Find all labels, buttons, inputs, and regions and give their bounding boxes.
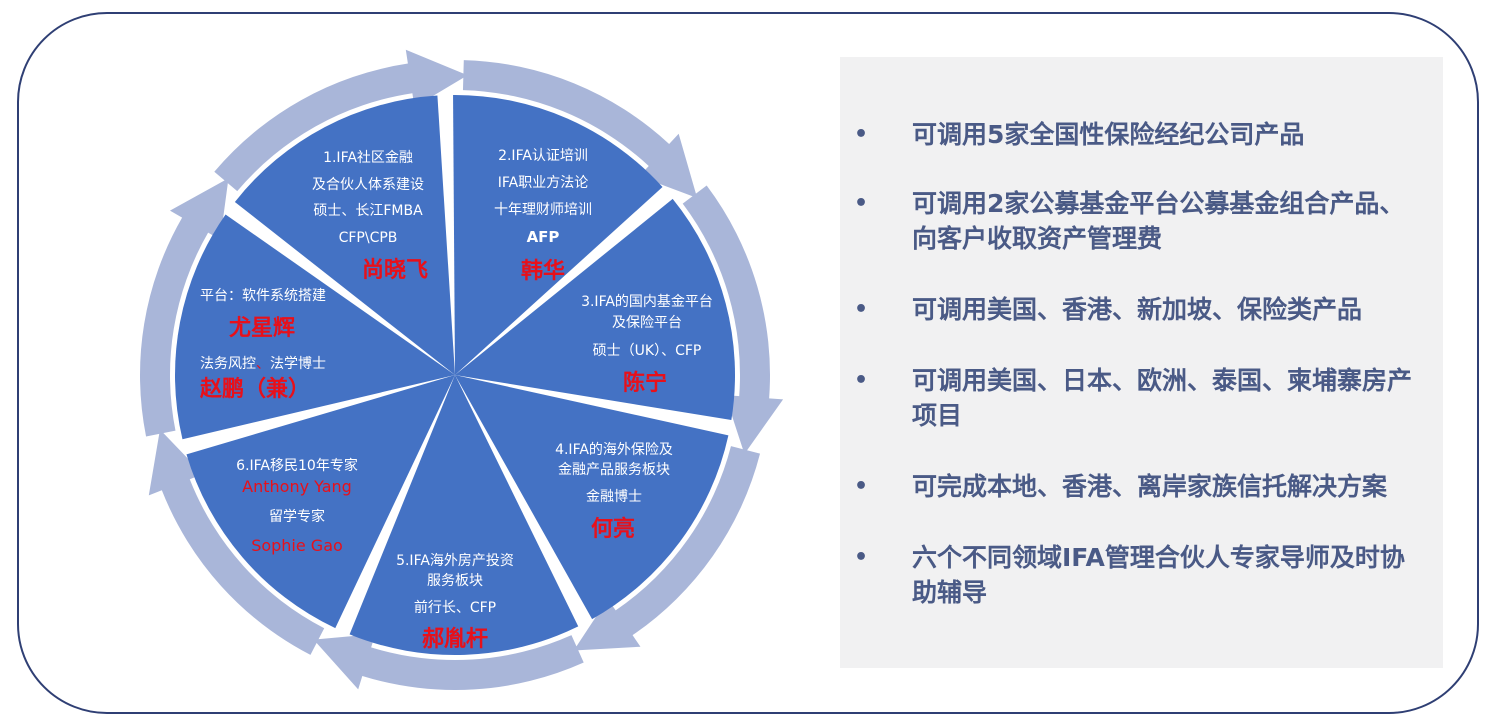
feature-item: • 可调用美国、香港、新加坡、保险类产品 [840, 292, 1443, 327]
segment-2-afp: AFP [527, 228, 560, 246]
pie-segment-5 [186, 375, 455, 629]
segment-7-line-2a: 法务风控 [200, 356, 256, 372]
segment-3-line-3: 硕士（UK）、CFP [593, 343, 702, 359]
segment-6-text: 6.IFA移民10年专家 Anthony Yang 留学专家 Sophie Ga… [236, 457, 358, 555]
cycle-arrow-6 [140, 178, 229, 437]
pie-segment-6 [175, 214, 455, 440]
segment-1-line-2: 及合伙人体系建设 [312, 177, 424, 193]
segment-7-text: 平台：软件系统搭建 尤星辉 法务风控、法学博士 赵鹏（兼） [199, 288, 326, 402]
feature-text: 六个不同领域IFA管理合伙人专家导师及时协助辅导 [912, 543, 1405, 607]
segment-5-person: 郝胤杆 [422, 626, 488, 652]
segment-4-text: 4.IFA的海外保险及 金融产品服务板块 金融博士 何亮 [555, 442, 673, 542]
pie-segment-3 [455, 375, 729, 620]
segment-7-line-2-sep: 、 [256, 356, 270, 372]
ifa-wheel-diagram: 1.IFA社区金融 及合伙人体系建设 硕士、长江FMBA CFP\CPB 尚晓飞… [140, 49, 784, 690]
cycle-arrow-5 [148, 429, 325, 655]
segment-5-text: 5.IFA海外房产投资 服务板块 前行长、CFP 郝胤杆 [396, 553, 514, 652]
segment-3-text: 3.IFA的国内基金平台 及保险平台 硕士（UK）、CFP 陈宁 [581, 293, 713, 396]
feature-text: 可调用2家公募基金平台公募基金组合产品、向客户收取资产管理费 [912, 189, 1405, 253]
cycle-arrow-4 [313, 634, 584, 690]
segment-5-line-3: 前行长、CFP [414, 599, 496, 616]
bullet-dot-icon: • [854, 122, 869, 147]
segment-6-line-2: 留学专家 [269, 508, 325, 525]
segment-2-person: 韩华 [521, 258, 565, 284]
segment-1-line-4: CFP\CPB [339, 230, 398, 246]
cycle-arrow-3 [573, 446, 761, 651]
bullet-dot-icon: • [854, 545, 869, 570]
outer-frame [17, 12, 1479, 714]
segment-4-person: 何亮 [591, 516, 635, 542]
pie-segments [175, 94, 735, 655]
segment-1-person: 尚晓飞 [362, 258, 428, 283]
feature-list: • 可调用5家全国性保险经纪公司产品 • 可调用2家公募基金平台公募基金组合产品、向… [840, 57, 1443, 610]
feature-item: • 六个不同领域IFA管理合伙人专家导师及时协助辅导 [840, 540, 1443, 610]
segment-2-line-2: IFA职业方法论 [498, 175, 588, 191]
pie-segment-4 [349, 375, 579, 655]
bullet-dot-icon: • [854, 368, 869, 393]
segment-6-line-1: 6.IFA移民10年专家 [236, 457, 358, 474]
segment-2-line-3: 十年理财师培训 [494, 202, 592, 218]
feature-text: 可调用美国、香港、新加坡、保险类产品 [912, 295, 1363, 324]
segment-7-line-1: 平台：软件系统搭建 [200, 288, 326, 304]
segment-3-line-1: 3.IFA的国内基金平台 [581, 293, 713, 310]
bullet-dot-icon: • [854, 297, 869, 322]
segment-7-line-2b: 法学博士 [270, 355, 326, 372]
pie-segment-2 [455, 198, 735, 421]
pie-segment-1 [453, 94, 663, 375]
feature-text: 可调用5家全国性保险经纪公司产品 [912, 120, 1305, 149]
segment-6-person-1: Anthony Yang [242, 477, 352, 496]
bullet-dot-icon: • [854, 191, 869, 216]
feature-item: • 可完成本地、香港、离岸家族信托解决方案 [840, 469, 1443, 504]
feature-text: 可完成本地、香港、离岸家族信托解决方案 [912, 472, 1388, 501]
feature-item: • 可调用美国、日本、欧洲、泰国、柬埔寨房产项目 [840, 363, 1443, 433]
pie-segment-7 [234, 95, 455, 375]
feature-item: • 可调用5家全国性保险经纪公司产品 [840, 117, 1443, 152]
segment-2-text: 2.IFA认证培训 IFA职业方法论 十年理财师培训 AFP 韩华 [494, 148, 592, 284]
feature-text: 可调用美国、日本、欧洲、泰国、柬埔寨房产项目 [912, 366, 1413, 430]
segment-6-person-2: Sophie Gao [251, 536, 343, 555]
feature-item: • 可调用2家公募基金平台公募基金组合产品、向客户收取资产管理费 [840, 186, 1443, 256]
segment-7-person-2: 赵鹏（兼） [199, 376, 310, 402]
segment-1-text: 1.IFA社区金融 及合伙人体系建设 硕士、长江FMBA CFP\CPB 尚晓飞 [312, 150, 428, 283]
segment-3-person: 陈宁 [623, 370, 667, 396]
segment-1-line-1: 1.IFA社区金融 [323, 150, 413, 166]
cycle-arrows [140, 49, 784, 690]
segment-4-line-1: 4.IFA的海外保险及 [555, 442, 673, 458]
segment-4-line-2: 金融产品服务板块 [558, 462, 670, 478]
feature-panel: • 可调用5家全国性保险经纪公司产品 • 可调用2家公募基金平台公募基金组合产品、向… [840, 57, 1443, 668]
bullet-dot-icon: • [854, 474, 869, 499]
segment-5-line-1: 5.IFA海外房产投资 [396, 553, 514, 569]
segment-7-line-2: 法务风控、法学博士 [200, 355, 326, 372]
cycle-arrow-7 [214, 49, 468, 192]
cycle-arrow-2 [682, 185, 784, 454]
segment-7-person-1: 尤星辉 [229, 316, 295, 341]
cycle-arrow-1 [462, 60, 698, 198]
segment-2-line-1: 2.IFA认证培训 [498, 148, 588, 164]
segment-3-line-2: 及保险平台 [612, 315, 682, 331]
segment-4-line-3: 金融博士 [586, 488, 642, 505]
segment-5-line-2: 服务板块 [427, 573, 483, 589]
segment-1-line-3: 硕士、长江FMBA [313, 203, 423, 219]
